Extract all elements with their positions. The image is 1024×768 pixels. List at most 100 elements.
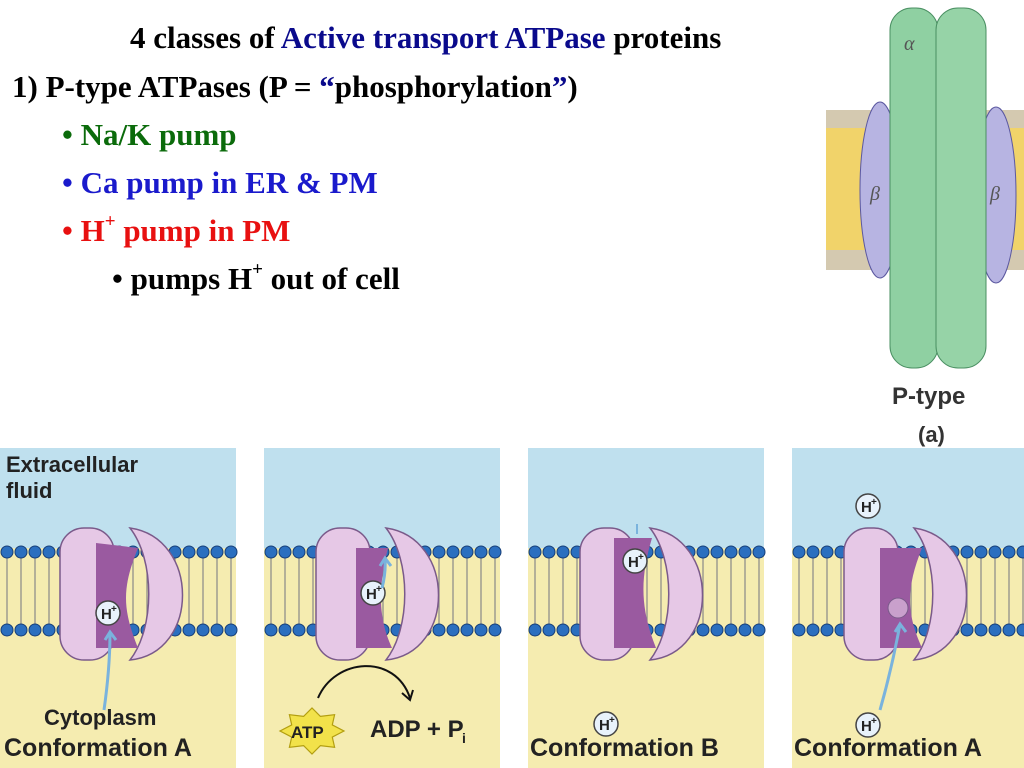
atp-hydrolysis-arrow-head bbox=[401, 689, 414, 702]
lipid-head bbox=[28, 623, 42, 637]
h-ion: H+ bbox=[593, 711, 619, 737]
extracellular-region bbox=[0, 448, 236, 548]
atp-burst bbox=[278, 707, 346, 755]
lipid-head bbox=[1016, 545, 1024, 559]
bullet-ion-charge: + bbox=[104, 211, 116, 232]
empty-binding-site bbox=[887, 597, 909, 619]
extracellular-region bbox=[528, 448, 764, 548]
protein-right-half bbox=[648, 526, 704, 661]
h-ion: H+ bbox=[360, 580, 386, 606]
lipid-head bbox=[556, 623, 570, 637]
h-ion: H+ bbox=[855, 712, 881, 738]
extracellular-region bbox=[792, 448, 1024, 548]
lipid-head bbox=[542, 545, 556, 559]
cytoplasm-region bbox=[528, 548, 764, 768]
bullet-marker: • bbox=[62, 213, 73, 248]
slide-title: 4 classes of Active transport ATPase pro… bbox=[130, 20, 721, 56]
atp-hydrolysis-arrow bbox=[317, 665, 411, 699]
lipid-head bbox=[988, 623, 1002, 637]
ion-charge: + bbox=[111, 604, 117, 615]
diagram-panel bbox=[528, 448, 766, 768]
lipid-head bbox=[974, 623, 988, 637]
lipid-head bbox=[1016, 623, 1024, 637]
lipid-head bbox=[474, 545, 488, 559]
section-heading: 1) P-type ATPases (P = “phosphorylation”… bbox=[12, 69, 578, 105]
lipid-head bbox=[988, 545, 1002, 559]
ion-charge: + bbox=[871, 497, 877, 508]
lipid-head bbox=[278, 545, 292, 559]
lipid-head bbox=[738, 545, 752, 559]
bullet-text: Ca pump in ER & PM bbox=[80, 165, 378, 200]
lipid-head bbox=[738, 623, 752, 637]
lipid-head bbox=[42, 623, 56, 637]
lipid-head bbox=[806, 623, 820, 637]
lipid-head bbox=[556, 545, 570, 559]
ion-charge: + bbox=[376, 584, 382, 595]
lipid-head bbox=[14, 623, 28, 637]
ion-charge: + bbox=[638, 552, 644, 563]
lipid-head bbox=[278, 623, 292, 637]
sub-bullet-text: pumps H bbox=[130, 261, 253, 296]
lipid-head bbox=[210, 623, 224, 637]
lipid-head bbox=[488, 623, 502, 637]
lipid-head bbox=[0, 545, 14, 559]
bullet-marker: • bbox=[112, 261, 123, 296]
lipid-head bbox=[542, 623, 556, 637]
ion-circle bbox=[855, 712, 881, 738]
lipid-head bbox=[446, 545, 460, 559]
ion-circle bbox=[593, 711, 619, 737]
lipid-head bbox=[432, 623, 446, 637]
cytoplasm-label: Cytoplasm bbox=[44, 705, 156, 730]
lipid-head bbox=[14, 545, 28, 559]
ion-label: H bbox=[861, 718, 872, 735]
beta-label-left: β bbox=[869, 183, 880, 205]
lipid-head bbox=[0, 623, 14, 637]
ion-charge: + bbox=[609, 715, 615, 726]
lipid-head bbox=[28, 545, 42, 559]
lipid-head bbox=[1002, 623, 1016, 637]
lipid-head bbox=[292, 545, 306, 559]
lipid-head bbox=[528, 623, 542, 637]
beta-label-right: β bbox=[989, 183, 1000, 205]
lipid-head bbox=[224, 623, 238, 637]
lipid-head bbox=[182, 545, 196, 559]
bullet-ca: • Ca pump in ER & PM bbox=[62, 165, 378, 201]
protein-right-half bbox=[384, 526, 440, 661]
adp-label: ADP + P bbox=[370, 716, 464, 743]
lipid-head bbox=[710, 545, 724, 559]
conformation-label: Conformation A bbox=[4, 734, 192, 762]
lipid-head bbox=[528, 545, 542, 559]
protein-right-half bbox=[128, 526, 184, 661]
lipid-head bbox=[432, 545, 446, 559]
bullet-text: pump in PM bbox=[115, 213, 291, 248]
lipid-head bbox=[264, 545, 278, 559]
ion-charge: + bbox=[871, 716, 877, 727]
diagram-panel bbox=[792, 448, 1024, 768]
ion-label: H bbox=[599, 717, 610, 734]
ion-circle bbox=[855, 493, 881, 519]
lipid-head bbox=[446, 623, 460, 637]
lipid-head bbox=[724, 623, 738, 637]
lipid-head bbox=[696, 623, 710, 637]
bullet-text: Na/K pump bbox=[80, 117, 237, 152]
alpha-subunit-right bbox=[935, 7, 987, 369]
h-ion-arrow bbox=[878, 623, 902, 711]
h-ion: H+ bbox=[855, 493, 881, 519]
h-ion: H+ bbox=[95, 600, 121, 626]
h-ion-arrow-head bbox=[893, 621, 908, 633]
lipid-head bbox=[974, 545, 988, 559]
adp-subscript: i bbox=[462, 730, 466, 746]
ion-label: H bbox=[861, 499, 872, 516]
ion-label: H bbox=[101, 606, 112, 623]
lipid-head bbox=[752, 545, 766, 559]
lipid-head bbox=[488, 545, 502, 559]
sub-bullet-charge: + bbox=[252, 259, 263, 280]
close-quote: ” bbox=[551, 69, 568, 104]
title-prefix: 4 classes of bbox=[130, 20, 281, 55]
lipid-head bbox=[196, 623, 210, 637]
p-type-caption: P-type bbox=[892, 383, 965, 410]
protein-right-half bbox=[912, 526, 968, 661]
bullet-ion: H bbox=[80, 213, 105, 248]
open-quote: “ bbox=[319, 69, 335, 104]
